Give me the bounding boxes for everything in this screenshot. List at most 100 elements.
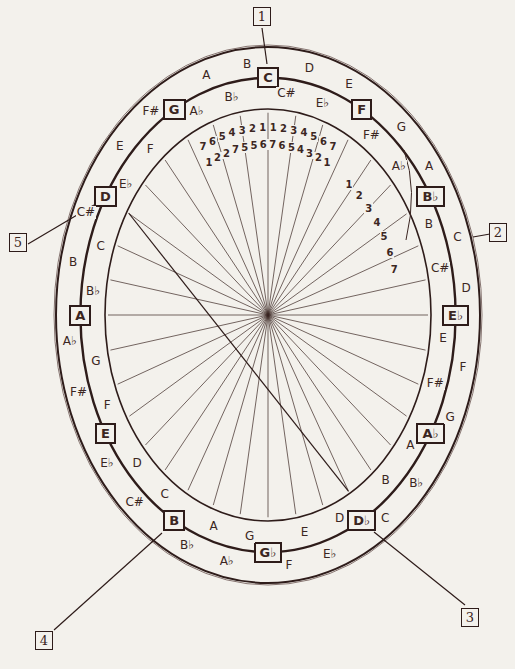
- degree-number: 6: [319, 136, 328, 147]
- degree-number: 7: [198, 141, 207, 152]
- key-box: E♭: [442, 305, 469, 326]
- note-name: F: [458, 361, 467, 374]
- note-name: G: [244, 530, 255, 543]
- degree-number: 2: [279, 123, 288, 134]
- note-name: C: [159, 488, 169, 501]
- outer-ring-pencil: [54, 45, 482, 585]
- key-box: A: [69, 305, 91, 326]
- callout-text: 4: [40, 633, 48, 648]
- note-name: F: [357, 102, 366, 117]
- callout-text: 3: [466, 610, 474, 625]
- degree-number: 5: [240, 142, 249, 153]
- note-name: E: [115, 140, 125, 153]
- degree-number: 2: [248, 123, 257, 134]
- note-name: G♭: [260, 545, 277, 560]
- degree-number: 4: [299, 127, 308, 138]
- note-name: C: [95, 240, 105, 253]
- note-name: E: [438, 332, 448, 345]
- degree-number: 2: [355, 190, 364, 201]
- note-name: D: [334, 512, 345, 525]
- degree-number: 5: [249, 140, 258, 151]
- degree-number: 3: [238, 125, 247, 136]
- note-name: C: [263, 70, 273, 85]
- leader-line: [54, 533, 162, 630]
- degree-number: 7: [390, 264, 399, 275]
- note-name: E♭: [99, 457, 114, 470]
- note-name: A♭: [188, 105, 204, 118]
- leader-line: [473, 234, 490, 237]
- note-name: C#: [276, 87, 296, 100]
- callout-number: 2: [489, 223, 507, 242]
- degree-number: 4: [228, 127, 237, 138]
- key-box: C: [257, 67, 279, 88]
- note-name: A♭: [219, 555, 235, 568]
- callout-number: 1: [253, 7, 271, 26]
- note-name: F#: [141, 105, 160, 118]
- note-name: B♭: [85, 285, 101, 298]
- note-name: B♭: [408, 477, 424, 490]
- note-name: F: [146, 143, 155, 156]
- middle-ring: [80, 78, 455, 552]
- callout-text: 5: [14, 235, 22, 250]
- note-name: A♭: [422, 426, 438, 441]
- note-name: B♭: [223, 91, 239, 104]
- note-name: A: [75, 308, 85, 323]
- degree-number: 6: [259, 139, 268, 150]
- degree-number: 5: [218, 131, 227, 142]
- degree-number: 5: [309, 131, 318, 142]
- degree-number: 2: [213, 152, 222, 163]
- degree-number: 7: [268, 139, 277, 150]
- callout-text: 2: [494, 225, 502, 240]
- note-name: D: [304, 62, 315, 75]
- degree-number: 3: [289, 125, 298, 136]
- note-name: A♭: [62, 335, 78, 348]
- note-name: C#: [76, 206, 96, 219]
- degree-number: 1: [269, 122, 278, 133]
- note-name: E: [344, 78, 354, 91]
- note-name: C#: [430, 262, 450, 275]
- note-name: F#: [69, 386, 88, 399]
- key-box: B♭: [416, 186, 444, 207]
- outer-ring: [56, 47, 480, 583]
- leader-line: [374, 532, 465, 605]
- degree-number: 6: [278, 140, 287, 151]
- note-name: G: [444, 411, 455, 424]
- callout-text: 1: [258, 9, 266, 24]
- key-box: F: [351, 99, 372, 120]
- note-name: D: [132, 457, 143, 470]
- callout-number: 3: [461, 608, 479, 627]
- note-name: B: [242, 58, 252, 71]
- degree-number: 7: [329, 141, 338, 152]
- degree-number: 4: [372, 217, 381, 228]
- degree-number: 4: [296, 144, 305, 155]
- key-box: B: [163, 510, 185, 531]
- note-name: B♭: [422, 189, 438, 204]
- degree-number: 5: [287, 142, 296, 153]
- note-name: A: [424, 160, 434, 173]
- degree-number: 5: [380, 231, 389, 242]
- note-name: E: [101, 426, 110, 441]
- note-name: A: [209, 520, 219, 533]
- note-name: D: [461, 282, 472, 295]
- degree-number: 1: [323, 157, 332, 168]
- degree-number: 3: [305, 148, 314, 159]
- inner-ring: [105, 109, 431, 521]
- leader-line: [262, 28, 267, 64]
- degree-number: 1: [258, 122, 267, 133]
- note-name: E♭: [322, 548, 337, 561]
- degree-number: 6: [385, 247, 394, 258]
- note-name: G: [169, 102, 180, 117]
- note-name: G: [396, 121, 407, 134]
- note-name: B: [68, 256, 78, 269]
- note-name: C#: [124, 496, 144, 509]
- note-name: F#: [362, 129, 381, 142]
- note-name: C: [380, 512, 390, 525]
- note-name: G: [90, 355, 101, 368]
- note-name: B♭: [179, 539, 195, 552]
- note-name: F: [103, 399, 112, 412]
- note-name: C: [452, 231, 462, 244]
- callout-number: 5: [9, 233, 27, 252]
- note-name: D: [100, 189, 111, 204]
- callout-number: 4: [35, 631, 53, 650]
